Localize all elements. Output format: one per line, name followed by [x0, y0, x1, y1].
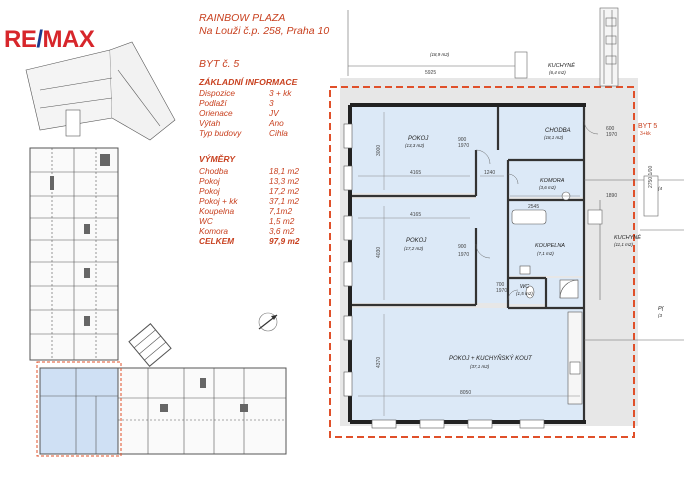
- door-1970-b: 1970: [458, 252, 469, 258]
- info-key: Orienace: [199, 108, 233, 118]
- info-value: 3: [269, 98, 274, 108]
- door-1970: 1970: [458, 143, 469, 149]
- info-value: 3 + kk: [269, 88, 292, 98]
- area-key: Pokoj + kk: [199, 196, 238, 206]
- info-key: Výtah: [199, 118, 221, 128]
- area-value: 37,1 m2: [269, 196, 299, 206]
- info-key: Typ budovy: [199, 128, 242, 138]
- room-pokoj2-area: (17,2 m2): [404, 246, 424, 251]
- door-600: 600: [606, 126, 615, 132]
- unit-type: 3+kk: [640, 131, 651, 137]
- room-top-left-area: (18,9 m2): [430, 52, 450, 57]
- door-700-h: 1970: [496, 288, 507, 294]
- dim-4165-a: 4165: [410, 170, 421, 176]
- room-koupelna-name: KOUPELNA: [535, 243, 565, 249]
- room-obyvak-name: POKOJ + KUCHYŇSKÝ KOUT: [449, 355, 533, 362]
- info-key: Podlaží: [199, 98, 227, 108]
- logo-text-right: MAX: [42, 26, 95, 53]
- north-arrow-icon: [258, 312, 278, 332]
- dim-1240: 1240: [484, 170, 495, 176]
- room-obyvak-area: (37,1 m2): [470, 364, 490, 369]
- room-komora-name: KOMORA: [540, 178, 565, 184]
- room-kuchyne-top-area: (6,4 m2): [549, 70, 566, 75]
- remax-logo: RE/MAX: [4, 26, 95, 54]
- info-value: Cihla: [269, 128, 288, 138]
- area-value: 13,3 m2: [269, 176, 299, 186]
- unit-label: BYT 5: [638, 123, 657, 130]
- dim-2750: 2750 1/00: [648, 166, 654, 188]
- room-chodba-area: (18,1 m2): [544, 135, 564, 140]
- property-header: RAINBOW PLAZA Na Louži č.p. 258, Praha 1…: [199, 12, 329, 38]
- area-value: 17,2 m2: [269, 186, 299, 196]
- room-p-right: P(: [658, 306, 665, 312]
- dim-8050: 8050: [460, 390, 471, 396]
- door-900: 900: [458, 137, 467, 143]
- logo-text-left: RE: [4, 26, 37, 53]
- unit-floor-plan: [329, 78, 638, 438]
- total-value: 97,9 m2: [269, 236, 300, 246]
- dim-1890: 1890: [606, 193, 617, 199]
- logo-slash: /: [36, 26, 43, 53]
- info-key: Dispozice: [199, 88, 235, 98]
- room-r-partial: (4: [658, 186, 662, 191]
- dim-4370: 4370: [376, 357, 382, 368]
- room-kuchyne-right-name: KUCHYNĚ: [614, 233, 641, 241]
- room-koupelna-area: (7,1 m2): [537, 251, 554, 256]
- room-wc-area: (1,5 m2): [516, 291, 533, 296]
- info-value: JV: [269, 108, 279, 118]
- door-700: 700: [496, 282, 505, 288]
- area-value: 18,1 m2: [269, 166, 299, 176]
- area-key: Pokoj: [199, 186, 220, 196]
- area-key: Komora: [199, 226, 229, 236]
- area-value: 7,1m2: [269, 206, 293, 216]
- areas-heading: VÝMĚRY: [199, 154, 236, 164]
- area-value: 3,6 m2: [269, 226, 295, 236]
- room-pokoj1-name: POKOJ: [408, 136, 429, 142]
- room-p-right-area: (3: [658, 313, 662, 318]
- dim-5925: 5925: [425, 70, 436, 76]
- property-title: RAINBOW PLAZA: [199, 12, 286, 24]
- site-plan-details: [50, 154, 248, 412]
- dim-4030: 4030: [376, 247, 382, 258]
- info-value: Ano: [269, 118, 284, 128]
- basic-info-heading: ZÁKLADNÍ INFORMACE: [199, 77, 298, 87]
- neighbour-context: [347, 7, 684, 341]
- dimension-labels: 5925 4165 4165 1240 2545 8050 3000 4030 …: [376, 70, 654, 396]
- room-pokoj1-area: (13,3 m2): [405, 143, 425, 148]
- room-kuchyne-top-name: KUCHYNĚ: [548, 61, 575, 69]
- room-chodba-name: CHODBA: [545, 128, 571, 134]
- apartment-label: BYT č. 5: [199, 58, 240, 70]
- area-key: Chodba: [199, 166, 229, 176]
- dim-4165-b: 4165: [410, 212, 421, 218]
- area-total: CELKEM 97,9 m2: [199, 236, 299, 246]
- site-key-plan: [25, 41, 287, 457]
- total-key: CELKEM: [199, 236, 235, 246]
- door-900-b: 900: [458, 244, 467, 250]
- door-600-h: 1970: [606, 132, 617, 138]
- area-key: Koupelna: [199, 206, 235, 216]
- dim-2545: 2545: [528, 204, 539, 210]
- room-kuchyne-right-area: (11,1 m2): [614, 242, 633, 247]
- room-labels: POKOJ (13,3 m2) CHODBA (18,1 m2) KOMORA …: [404, 52, 665, 369]
- room-pokoj2-name: POKOJ: [406, 238, 427, 244]
- dim-3000: 3000: [376, 145, 382, 156]
- room-wc-name: WC: [520, 284, 529, 290]
- area-key: Pokoj: [199, 176, 220, 186]
- property-address: Na Louži č.p. 258, Praha 10: [199, 25, 330, 37]
- room-komora-area: (3,6 m2): [539, 185, 556, 190]
- area-value: 1,5 m2: [269, 216, 295, 226]
- area-key: WC: [199, 216, 213, 226]
